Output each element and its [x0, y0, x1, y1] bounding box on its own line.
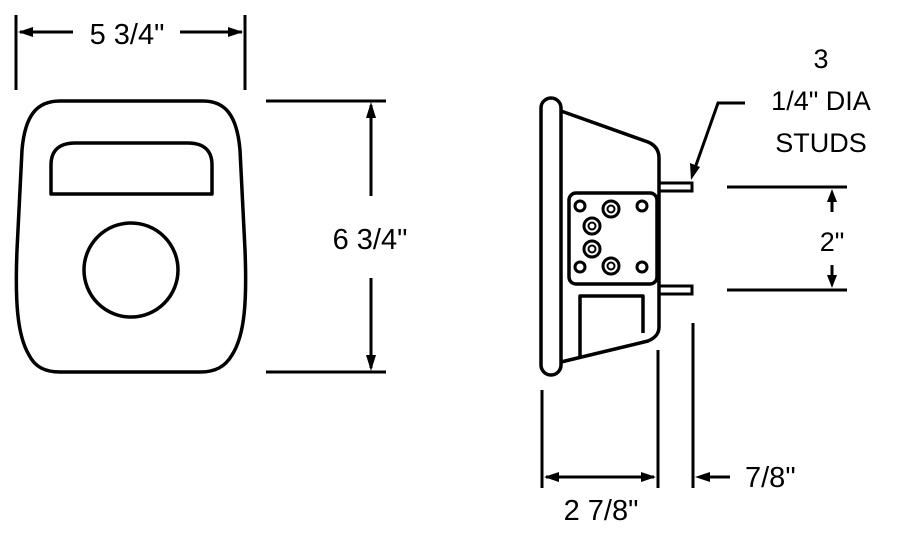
arrow-left-icon [18, 27, 33, 37]
depth-dimension: 2 7/8" [540, 350, 660, 527]
callout-line3: STUDS [775, 128, 867, 158]
arrow-right-icon [641, 472, 656, 482]
arrow-up-icon [366, 102, 376, 118]
lamp-housing [560, 109, 661, 364]
callout-line1: 3 [813, 44, 828, 74]
terminal-inner [587, 244, 597, 254]
height-dimension: 6 3/4" [266, 99, 408, 374]
terminal-inner [587, 221, 597, 231]
terminal-icon [582, 239, 602, 259]
stud-spacing-dimension: 2" [727, 185, 847, 292]
terminal-icon [601, 199, 621, 219]
terminal-icon [582, 216, 602, 236]
mounting-plate [567, 191, 659, 286]
arrow-up-icon [827, 189, 837, 202]
terminal-inner [606, 261, 616, 271]
callout-line2: 1/4" DIA [771, 86, 871, 116]
hole-icon [635, 199, 649, 213]
width-dimension: 5 3/4" [14, 15, 247, 90]
width-label: 5 3/4" [90, 19, 165, 51]
stud-length-label: 7/8" [745, 462, 796, 494]
terminal-icon [601, 256, 621, 276]
depth-label: 2 7/8" [564, 495, 639, 527]
plate-holes [573, 199, 649, 276]
arrow-right-icon [228, 27, 243, 37]
license-lens-window [49, 141, 214, 196]
round-lens [82, 221, 180, 319]
stud-callout: 3 1/4" DIA STUDS [690, 44, 871, 180]
stud-length-dimension: 7/8" [691, 323, 796, 494]
arrow-down-icon [827, 275, 837, 288]
hole-icon [573, 199, 587, 213]
stud-spacing-label: 2" [820, 227, 845, 257]
lamp-body-outline [14, 99, 248, 374]
mounting-stud-top [657, 181, 694, 193]
arrow-down-icon [366, 355, 376, 371]
terminal-inner [606, 204, 616, 214]
height-label: 6 3/4" [333, 224, 408, 256]
hole-icon [573, 260, 587, 274]
side-view: 3 1/4" DIA STUDS 2" 2 7/8" [539, 44, 871, 527]
leader-line [693, 101, 745, 169]
mounting-stud-bottom [657, 284, 694, 296]
leader-arrow-icon [690, 163, 700, 180]
front-view: 5 3/4" 6 3/4" [14, 15, 408, 374]
side-lens-panel [578, 294, 645, 357]
arrow-left-icon [695, 472, 710, 482]
lamp-rim [539, 96, 563, 377]
hole-icon [635, 260, 649, 274]
arrow-left-icon [544, 472, 559, 482]
